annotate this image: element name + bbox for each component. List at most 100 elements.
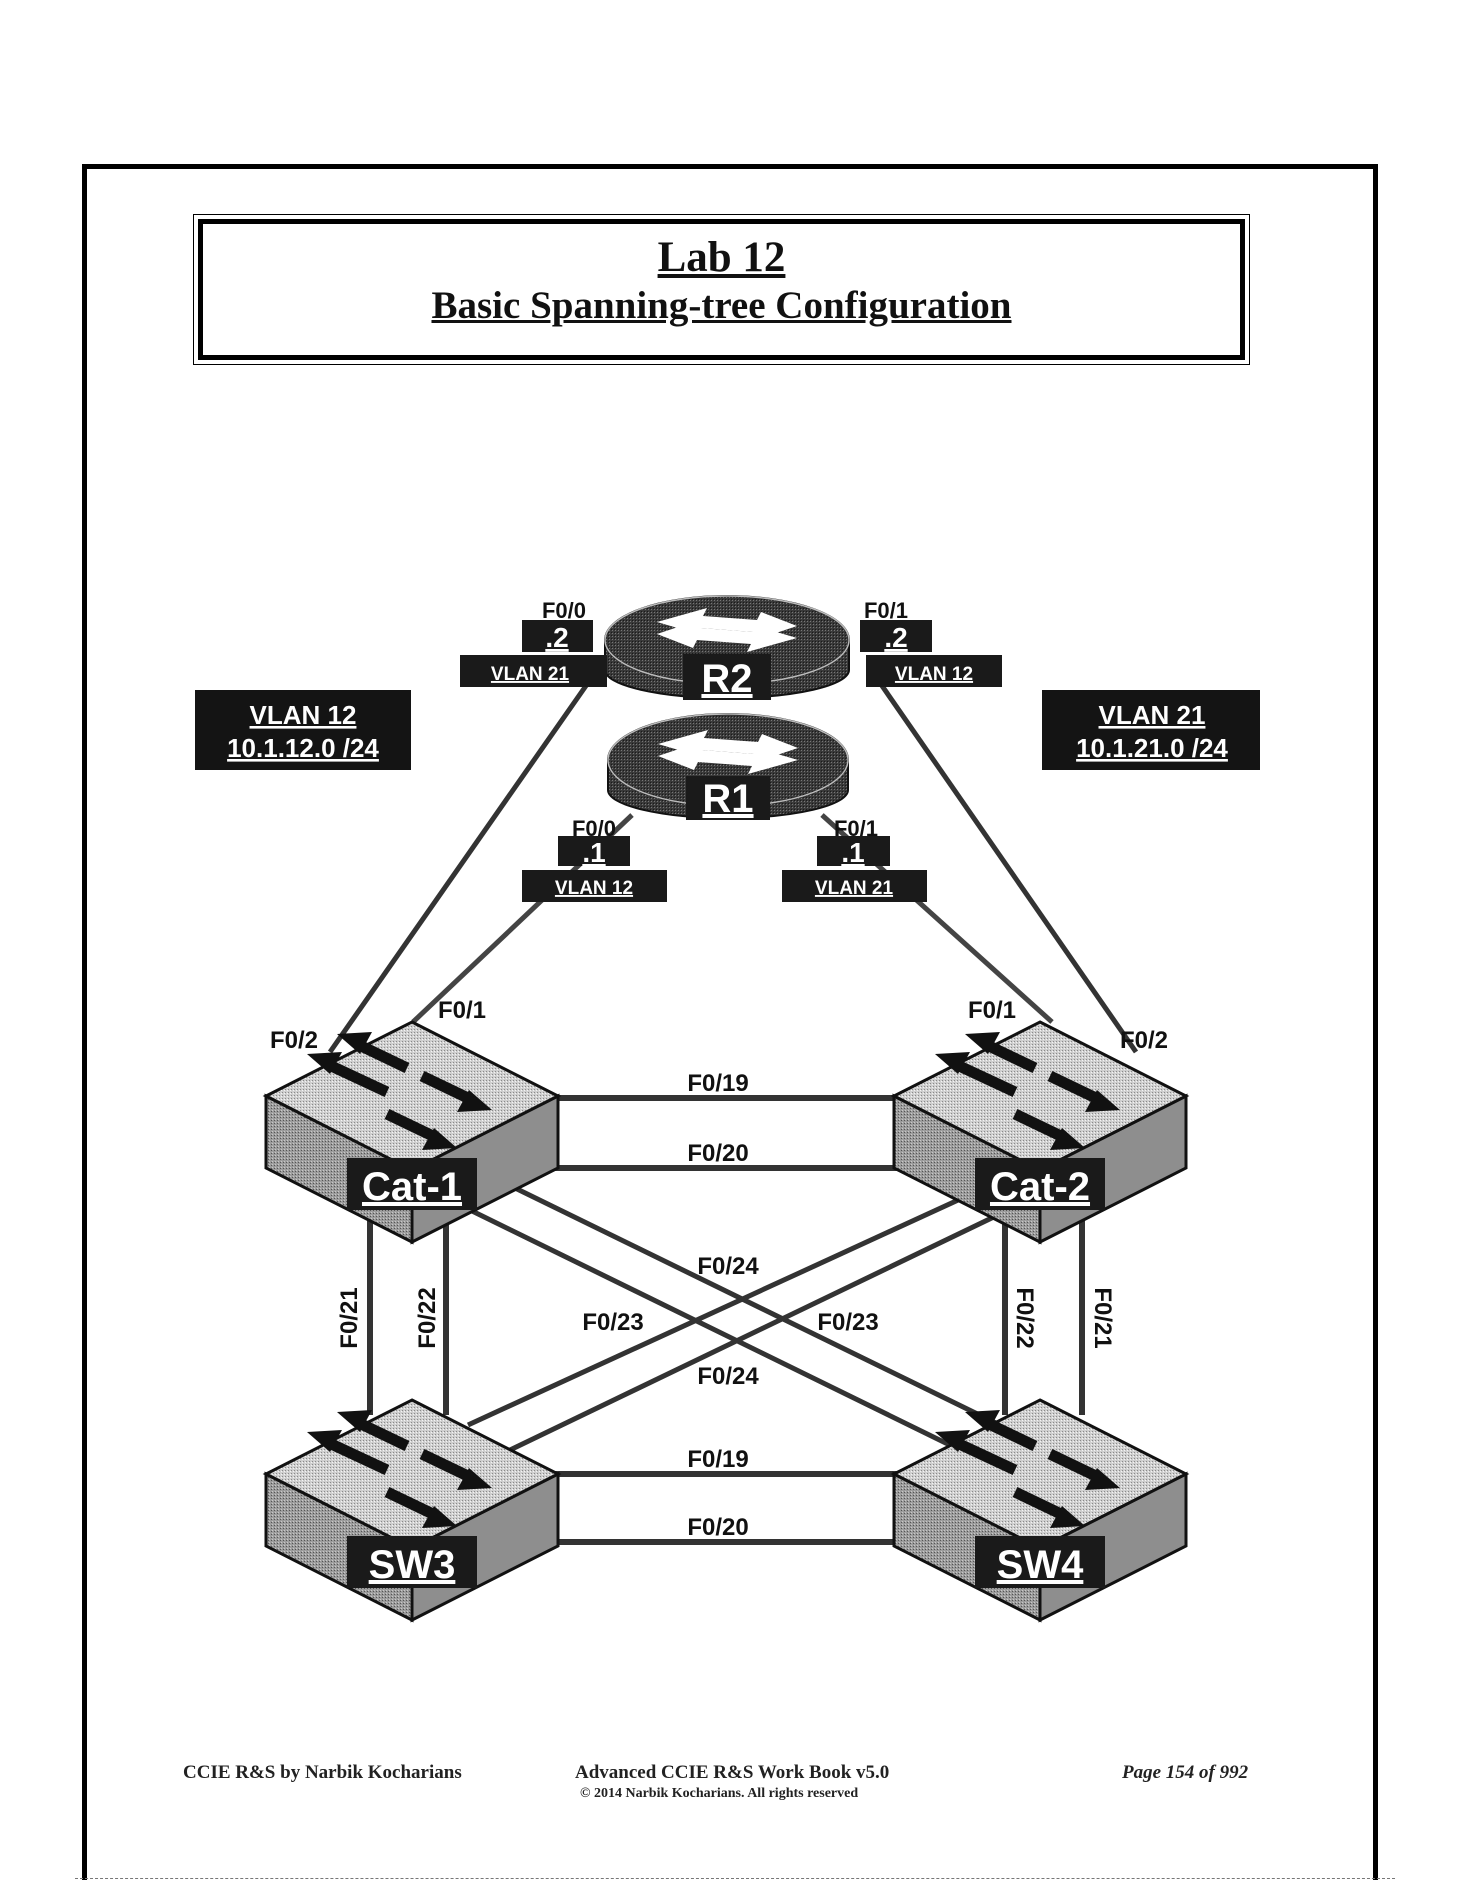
- label-cat1-f02: F0/2: [270, 1027, 318, 1054]
- label-right-f021: F0/21: [1089, 1287, 1116, 1348]
- router-r2-label-bg: [683, 654, 771, 700]
- switch-arrow-shaft: [1047, 1449, 1103, 1483]
- switch-arrow-shaft: [384, 1487, 440, 1521]
- link-cat2-sw3-f023: [466, 1187, 982, 1428]
- switch-arrow-head: [457, 1468, 492, 1490]
- r2-f01-ip-bg: [860, 620, 932, 652]
- switch-arrow-shaft: [1012, 1487, 1068, 1521]
- switch-arrow-head: [1085, 1468, 1120, 1490]
- r2-f01-vlan-bg: [866, 655, 1002, 687]
- footer-book-title: Advanced CCIE R&S Work Book v5.0: [575, 1762, 890, 1783]
- label-sw-f020: F0/20: [687, 1514, 748, 1541]
- switch-arrow-head: [935, 1430, 970, 1452]
- switch-label-bg: [347, 1536, 477, 1588]
- link-cat1-sw4-f023: [468, 1207, 962, 1453]
- switch-arrow-head: [935, 1052, 970, 1074]
- switch-arrow-shaft: [952, 1437, 1018, 1475]
- subnet-vlan12-bg: [195, 690, 411, 770]
- switch-arrows-icon: [935, 1032, 1120, 1150]
- switch-arrow-head: [965, 1032, 1000, 1054]
- switch-arrow-shaft: [1047, 1071, 1103, 1105]
- label-cat-f020: F0/20: [687, 1140, 748, 1167]
- footer-page-number: Page 154 of 992: [1122, 1762, 1249, 1783]
- title-box: Lab 12 Basic Spanning-tree Configuration: [193, 214, 1250, 365]
- r1-f01-ip: .1: [841, 837, 864, 868]
- switch-sw3[interactable]: SW3: [262, 1398, 562, 1623]
- switch-arrow-shaft: [324, 1437, 390, 1475]
- label-cross-right-f023: F0/23: [817, 1309, 878, 1336]
- switch-arrow-shaft: [354, 1417, 410, 1451]
- r2-f00-ip: .2: [545, 622, 568, 653]
- switch-links: [367, 1095, 1085, 1545]
- switch-arrow-shaft: [952, 1059, 1018, 1097]
- router-r2-name: R2: [701, 657, 752, 701]
- footer-author: CCIE R&S by Narbik Kocharians: [183, 1762, 462, 1783]
- subnet-vlan21-vlan: VLAN 21: [1099, 700, 1206, 730]
- r2-f01-vlan: VLAN 12: [895, 664, 973, 685]
- switch-label-bg: [975, 1536, 1105, 1588]
- r2-f01-ip: .2: [884, 622, 907, 653]
- r2-f01-labels: F0/1 .2 VLAN 12: [860, 598, 1002, 687]
- switch-arrow-head: [422, 1506, 457, 1528]
- switch-label-bg: [347, 1158, 477, 1210]
- r2-f00-vlan-bg: [460, 655, 607, 687]
- label-sw-f019: F0/19: [687, 1446, 748, 1473]
- switch-arrow-shaft: [324, 1059, 390, 1097]
- r1-f00-labels: F0/0 .1 VLAN 12: [522, 816, 667, 902]
- switch-arrow-shaft: [419, 1449, 475, 1483]
- lab-subtitle: Basic Spanning-tree Configuration: [431, 284, 1012, 327]
- switch-arrow-shaft: [982, 1417, 1038, 1451]
- switch-cat-1[interactable]: Cat-1: [262, 1020, 562, 1245]
- switch-arrow-head: [422, 1128, 457, 1150]
- page-frame: [82, 164, 1378, 1880]
- switch-name: SW3: [369, 1543, 456, 1587]
- r2-f00-labels: F0/0 .2 VLAN 21: [460, 598, 607, 687]
- switch-cat-2[interactable]: Cat-2: [890, 1020, 1190, 1245]
- r1-f00-ip: .1: [582, 837, 605, 868]
- switch-arrow-shaft: [1012, 1109, 1068, 1143]
- switch-arrow-head: [457, 1090, 492, 1112]
- r2-f01-port: F0/1: [864, 598, 908, 623]
- router-r1-label-bg: [686, 776, 770, 820]
- subnet-vlan21-network: 10.1.21.0 /24: [1076, 733, 1228, 763]
- switch-arrow-head: [337, 1410, 372, 1432]
- switch-arrows-icon: [307, 1410, 492, 1528]
- port-labels: F0/2 F0/1 F0/1 F0/2 F0/19 F0/20 F0/19 F0…: [270, 997, 1168, 1541]
- r1-f01-ip-bg: [817, 836, 890, 866]
- label-cat2-f01: F0/1: [968, 997, 1016, 1024]
- switch-label-bg: [975, 1158, 1105, 1210]
- page-bottom-edge: [75, 1878, 1395, 1879]
- switch-arrow-shaft: [982, 1039, 1038, 1073]
- label-left-f021: F0/21: [336, 1287, 363, 1348]
- router-r1-name: R1: [702, 777, 753, 821]
- r1-f01-labels: F0/1 .1 VLAN 21: [782, 816, 927, 902]
- footer-copyright: © 2014 Narbik Kocharians. All rights res…: [580, 1786, 859, 1801]
- r1-f00-vlan-bg: [522, 870, 667, 902]
- subnet-vlan12-vlan: VLAN 12: [250, 700, 357, 730]
- link-r2-f01-cat2-f02: [875, 678, 1139, 1054]
- lab-title: Lab 12: [657, 234, 786, 281]
- switch-arrow-head: [1085, 1090, 1120, 1112]
- switch-arrow-head: [1050, 1506, 1085, 1528]
- switch-sw4[interactable]: SW4: [890, 1398, 1190, 1623]
- label-right-f022: F0/22: [1011, 1287, 1038, 1348]
- label-left-f022: F0/22: [414, 1287, 441, 1348]
- title-box-inner-border: [198, 219, 1245, 360]
- router-r1[interactable]: R1: [607, 713, 849, 821]
- label-cat2-f02: F0/2: [1120, 1027, 1168, 1054]
- switch-name: Cat-2: [990, 1165, 1090, 1209]
- subnet-vlan12: VLAN 12 10.1.12.0 /24: [195, 690, 411, 770]
- link-cat1-sw4-f024: [513, 1185, 1002, 1428]
- r1-f01-vlan-bg: [782, 870, 927, 902]
- switch-arrows-icon: [935, 1410, 1120, 1528]
- r2-f00-ip-bg: [522, 620, 593, 652]
- router-r2[interactable]: R2: [604, 595, 850, 701]
- label-cross-top-f024: F0/24: [697, 1253, 759, 1280]
- label-cat1-f01: F0/1: [438, 997, 486, 1024]
- switch-arrow-head: [307, 1430, 342, 1452]
- switch-name: SW4: [997, 1543, 1084, 1587]
- label-cross-bottom-f024: F0/24: [697, 1363, 759, 1390]
- switch-arrows-icon: [307, 1032, 492, 1150]
- r1-f01-vlan: VLAN 21: [815, 878, 894, 899]
